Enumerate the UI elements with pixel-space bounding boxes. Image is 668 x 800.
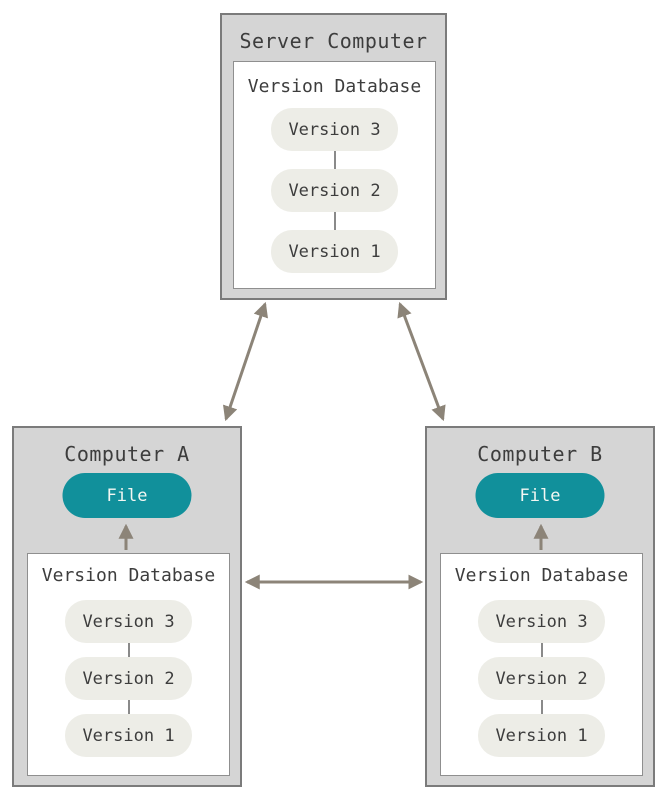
computer-a-version-3-pill: Version 3: [65, 600, 192, 643]
server-version-stack: Version 3 Version 2 Version 1: [271, 108, 398, 273]
computer-b-box: Computer B File Version Database Version…: [425, 426, 655, 787]
computer-b-version-3-pill: Version 3: [478, 600, 605, 643]
version-link-line: [333, 212, 336, 230]
computer-b-version-2-pill: Version 2: [478, 657, 605, 700]
computer-a-file-node: File: [62, 473, 192, 518]
computer-b-title: Computer B: [477, 442, 603, 466]
arrow-server-to-computer-a: [222, 301, 269, 422]
computer-a-box: Computer A File Version Database Version…: [12, 426, 242, 787]
server-version-3-pill: Version 3: [271, 108, 398, 151]
version-link-line: [127, 643, 130, 657]
computer-a-version-database-box: Version Database Version 3 Version 2 Ver…: [27, 553, 230, 776]
version-link-line: [333, 151, 336, 169]
arrow-server-to-computer-b: [397, 301, 446, 422]
server-version-1-pill: Version 1: [271, 230, 398, 273]
computer-a-version-database-title: Version Database: [41, 565, 216, 586]
server-computer-box: Server Computer Version Database Version…: [220, 13, 447, 300]
server-version-2-pill: Version 2: [271, 169, 398, 212]
computer-b-file-node: File: [475, 473, 605, 518]
server-computer-title: Server Computer: [239, 29, 428, 53]
version-link-line: [127, 700, 130, 714]
server-version-database-box: Version Database Version 3 Version 2 Ver…: [233, 61, 436, 289]
computer-a-title: Computer A: [64, 442, 190, 466]
version-link-line: [540, 643, 543, 657]
server-version-database-title: Version Database: [247, 76, 422, 97]
computer-a-version-stack: Version 3 Version 2 Version 1: [65, 600, 192, 757]
computer-b-version-database-box: Version Database Version 3 Version 2 Ver…: [440, 553, 643, 776]
computer-b-version-database-title: Version Database: [454, 565, 629, 586]
version-link-line: [540, 700, 543, 714]
computer-b-version-stack: Version 3 Version 2 Version 1: [478, 600, 605, 757]
computer-b-version-1-pill: Version 1: [478, 714, 605, 757]
computer-a-version-1-pill: Version 1: [65, 714, 192, 757]
computer-a-version-2-pill: Version 2: [65, 657, 192, 700]
